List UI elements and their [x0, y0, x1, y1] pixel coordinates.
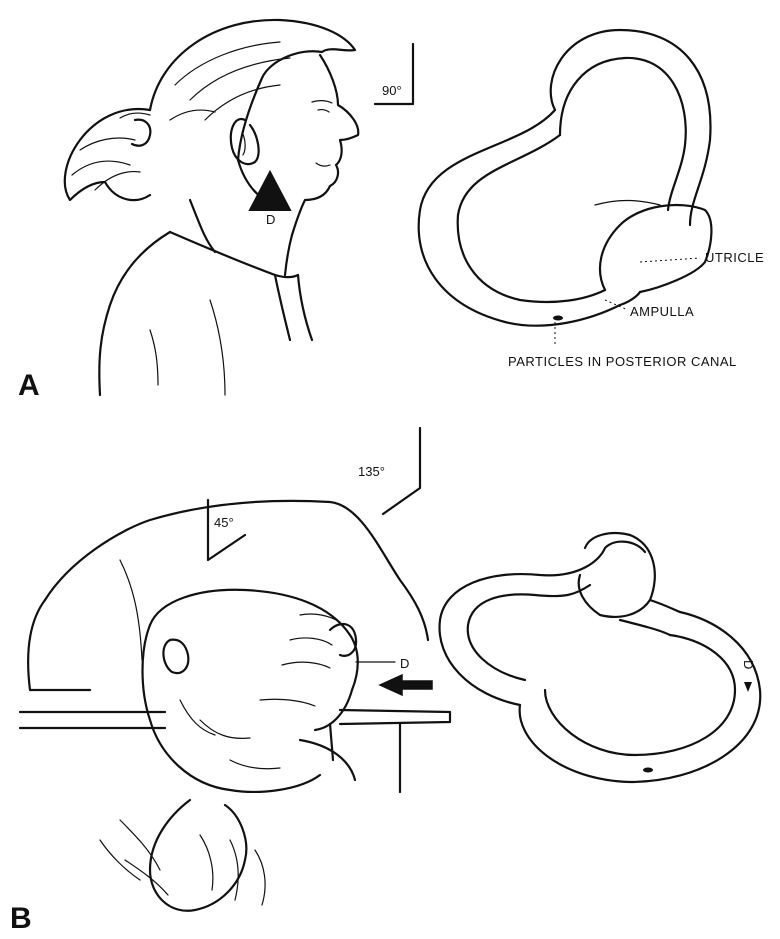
direction-marker-b-canal: D	[741, 660, 756, 670]
particles-dot	[553, 316, 563, 321]
panel-b: 135° 45°	[10, 428, 760, 935]
rotation-arrow-up	[250, 172, 290, 210]
exam-table	[20, 710, 450, 728]
angle-bracket-135	[383, 428, 420, 514]
angle-label-135: 135°	[358, 464, 385, 479]
utricle-label: UTRICLE	[705, 250, 764, 265]
direction-marker-b-head: D	[400, 656, 410, 671]
labyrinth-diagram-b	[440, 533, 761, 782]
particle-flow-arrow	[744, 682, 752, 692]
panel-b-label: B	[10, 902, 32, 935]
seated-patient-illustration	[65, 20, 358, 395]
particles-label: PARTICLES IN POSTERIOR CANAL	[508, 354, 737, 369]
supine-patient-illustration	[20, 501, 450, 911]
angle-label-45: 45°	[214, 515, 234, 530]
particles-dot-b	[643, 768, 653, 773]
ampulla-label: AMPULLA	[630, 304, 694, 319]
angle-label-90: 90°	[382, 83, 402, 98]
angle-bracket-45	[208, 500, 245, 560]
direction-marker-a: D	[266, 212, 276, 227]
panel-a: D 90° UTRICLE AMPULLA PARTICLES IN POSTE…	[18, 20, 764, 402]
labyrinth-diagram-a	[419, 30, 712, 345]
rotation-arrow-left	[380, 675, 432, 695]
panel-a-label: A	[18, 369, 40, 402]
